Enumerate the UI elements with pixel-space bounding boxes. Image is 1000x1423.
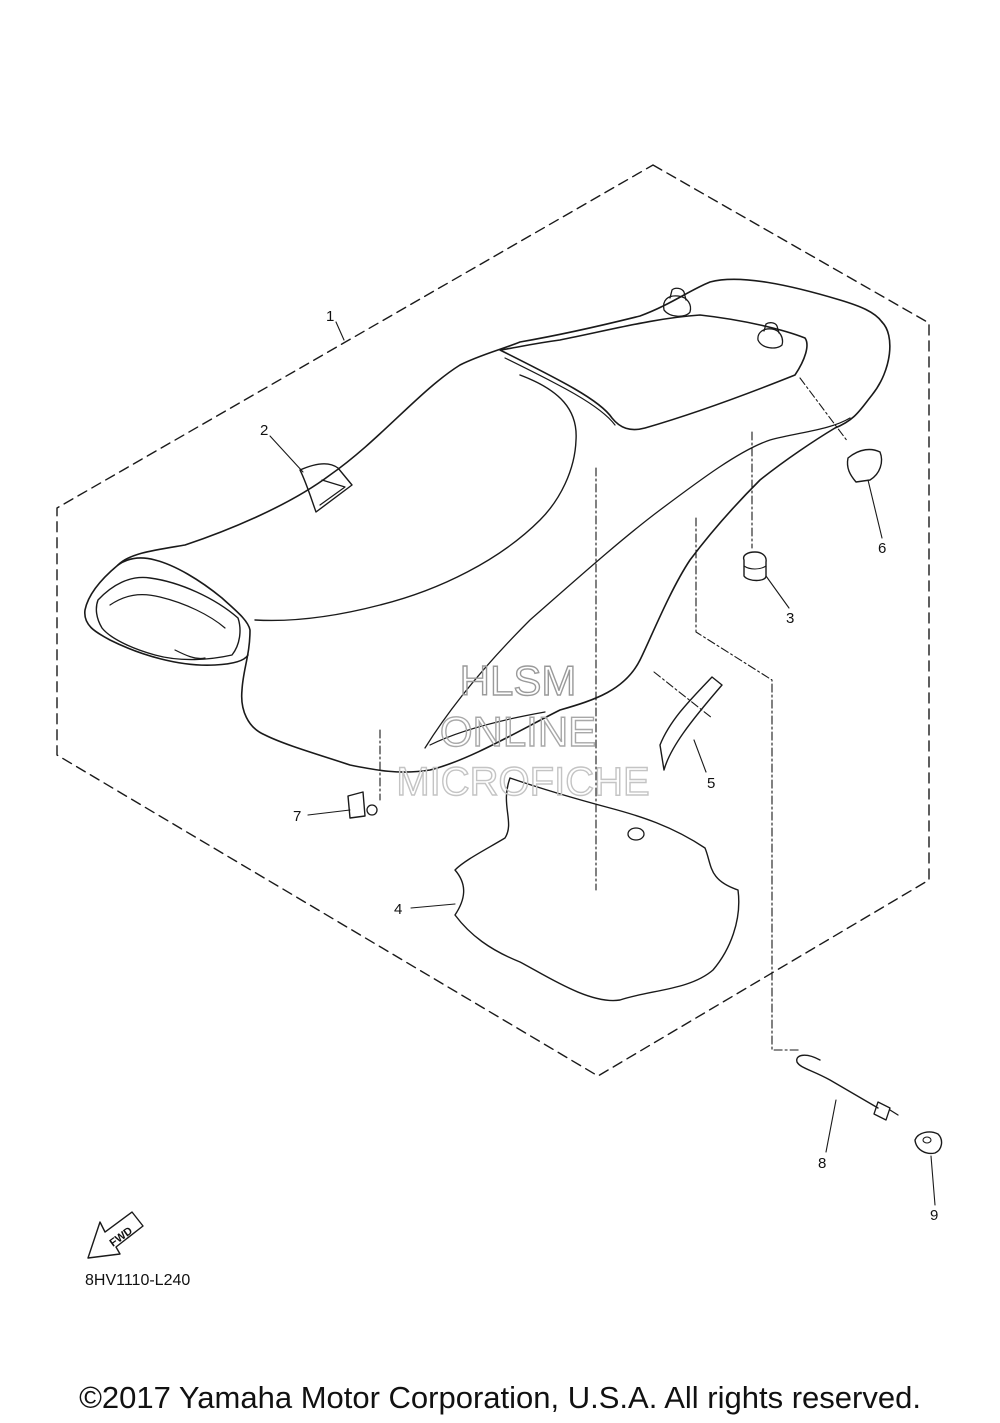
watermark-line-2: ONLINE [440, 708, 596, 755]
callout-3: 3 [786, 610, 794, 627]
nut [914, 1131, 943, 1155]
hook-bolt [796, 1054, 899, 1121]
diagram-code: 8HV1110-L240 [85, 1272, 191, 1289]
callout-labels: 1 2 3 4 5 6 7 8 9 [260, 308, 938, 1224]
callout-8: 8 [818, 1155, 826, 1172]
damper [742, 551, 767, 582]
callout-6: 6 [878, 540, 886, 557]
clip-nut [347, 791, 378, 819]
seat-mat [454, 777, 740, 1002]
callout-9: 9 [930, 1207, 938, 1224]
callout-4: 4 [394, 901, 402, 918]
cap [846, 448, 883, 483]
watermark-line-1: HLSM [460, 657, 577, 704]
callout-1: 1 [326, 308, 334, 325]
leader-lines [269, 321, 936, 1206]
alignment-lines [379, 377, 849, 1051]
decal [299, 463, 353, 513]
fwd-label: FWD [108, 1225, 135, 1249]
callout-2: 2 [260, 422, 268, 439]
copyright-notice: ©2017 Yamaha Motor Corporation, U.S.A. A… [79, 1380, 921, 1415]
watermark: HLSM ONLINE MICROFICHE [396, 656, 651, 804]
callout-5: 5 [707, 775, 715, 792]
seal-strip [659, 676, 723, 771]
seat [84, 278, 891, 773]
assembly-boundary [56, 164, 930, 1077]
watermark-line-3: MICROFICHE [396, 760, 649, 804]
callout-7: 7 [293, 808, 301, 825]
fwd-arrow: FWD [87, 1211, 144, 1259]
